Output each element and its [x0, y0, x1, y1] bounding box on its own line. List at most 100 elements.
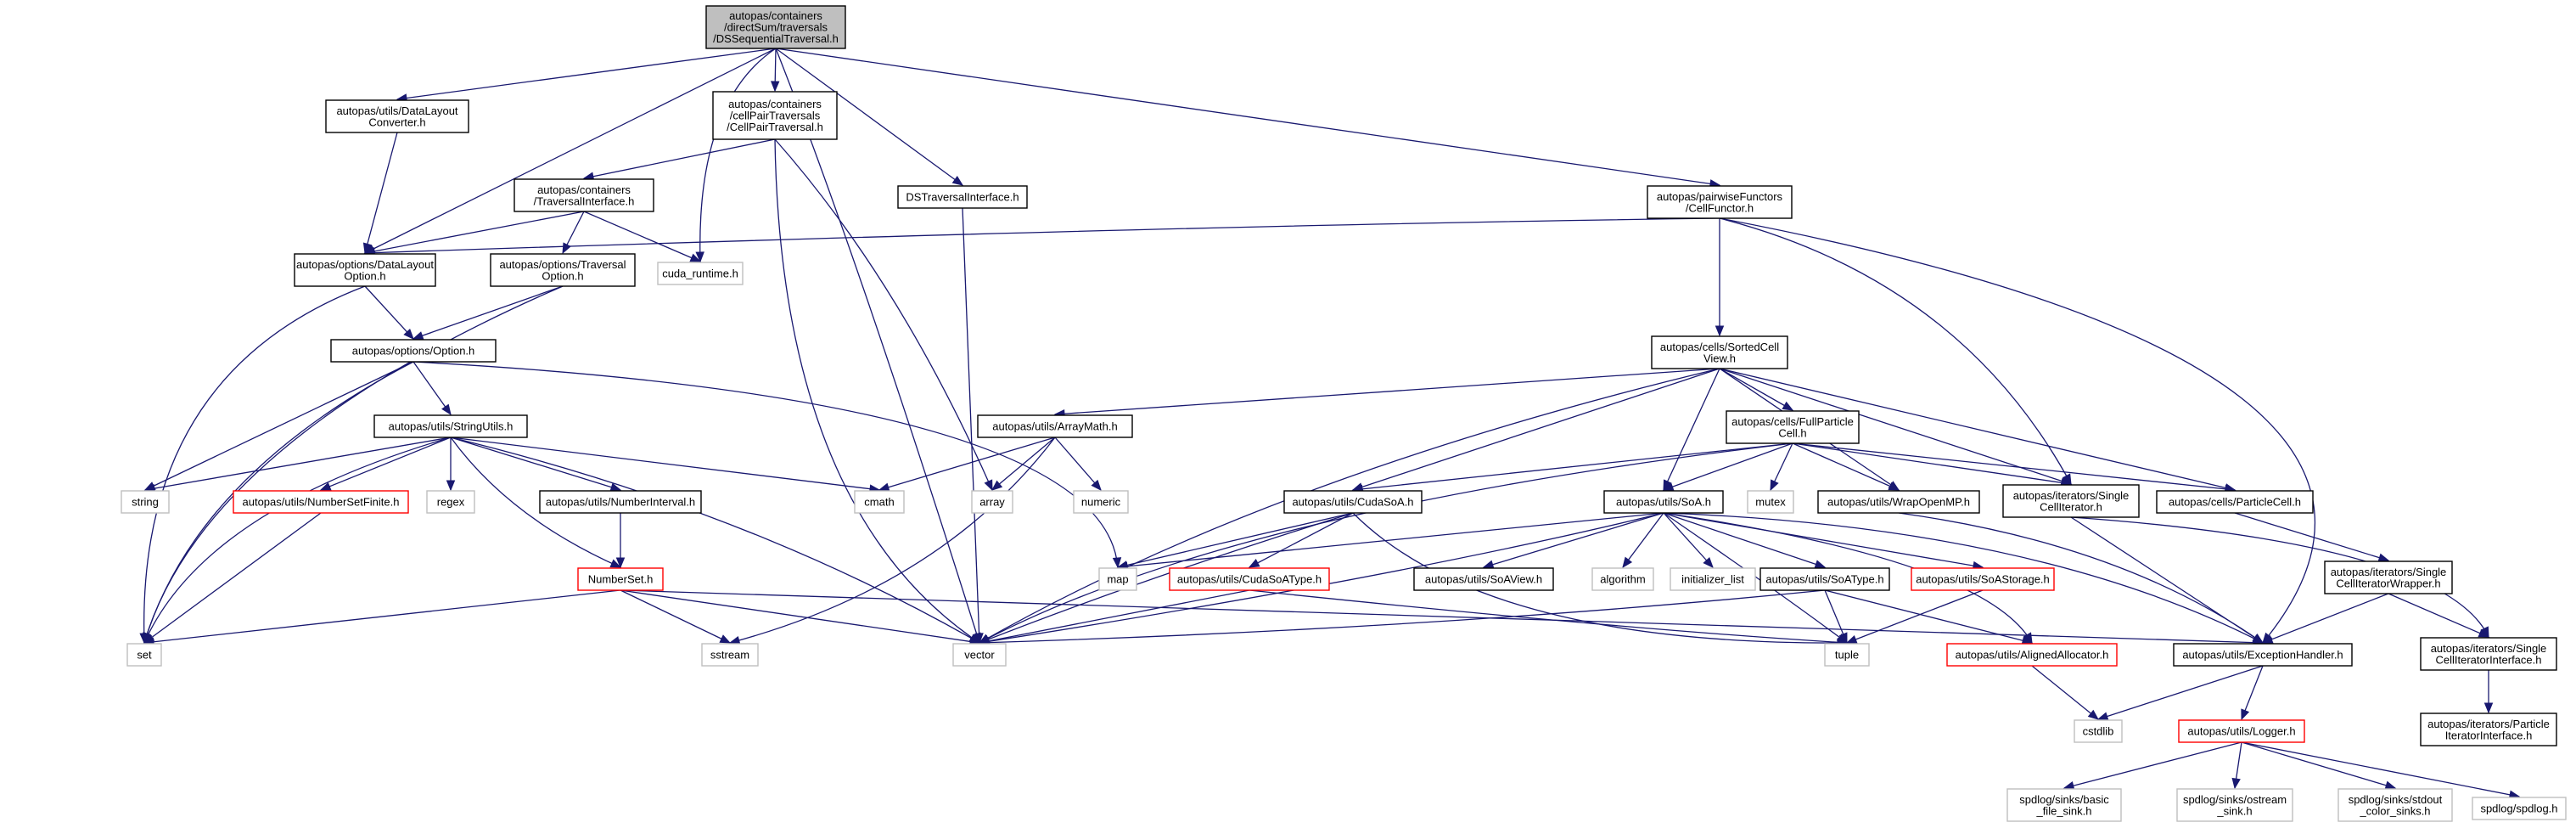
node-particlecell[interactable]: autopas/cells/ParticleCell.h	[2156, 490, 2314, 514]
node-string: string	[121, 490, 170, 514]
node-box	[1647, 185, 1793, 219]
edge-soa-to-soastorage	[1663, 512, 1984, 571]
edge-sortedcell-to-cudasoa	[1351, 368, 1720, 492]
node-box	[1073, 490, 1129, 514]
edge-exception-to-logger	[2241, 665, 2264, 721]
edge-stringutils-to-vector	[450, 437, 981, 644]
node-box	[1283, 490, 1423, 514]
edge-cudasoa-to-cudasoatype	[1248, 512, 1354, 568]
edge-cellfunctor-to-sortedcell	[1715, 218, 1725, 337]
node-alignedalloc[interactable]: autopas/utils/AlignedAllocator.h	[1946, 643, 2118, 667]
edge-numberset-to-exception	[620, 589, 2265, 647]
node-box	[2420, 637, 2557, 671]
node-label: autopas/utils/AlignedAllocator.h	[1956, 649, 2109, 662]
node-label: View.h	[1703, 352, 1736, 364]
node-box	[514, 178, 654, 212]
node-wrapopenmp[interactable]: autopas/utils/WrapOpenMP.h	[1817, 490, 1980, 514]
node-numinterval[interactable]: autopas/utils/NumberInterval.h	[539, 490, 702, 514]
node-box	[1824, 643, 1870, 667]
node-box	[1603, 490, 1724, 514]
node-soastorage[interactable]: autopas/utils/SoAStorage.h	[1911, 567, 2055, 591]
node-box	[657, 262, 744, 285]
node-label: Cell.h	[1778, 426, 1806, 439]
node-cellfunctor[interactable]: autopas/pairwiseFunctors/CellFunctor.h	[1647, 185, 1793, 219]
node-label: Option.h	[344, 269, 385, 282]
node-label: IteratorInterface.h	[2445, 729, 2533, 741]
node-sciinterface[interactable]: autopas/iterators/SingleCellIteratorInte…	[2420, 637, 2557, 671]
edge-stringutils-to-cmath	[450, 437, 881, 493]
node-logger[interactable]: autopas/utils/Logger.h	[2178, 719, 2305, 743]
node-travinterface[interactable]: autopas/containers/TraversalInterface.h	[514, 178, 654, 212]
node-numberset[interactable]: NumberSet.h	[577, 567, 664, 591]
edge-singlecelliter-to-exception	[2070, 516, 2265, 644]
node-label: set	[137, 649, 152, 662]
node-box	[854, 490, 905, 514]
node-cstdlib: cstdlib	[2074, 719, 2123, 743]
node-label: autopas/iterators/Single	[2013, 489, 2130, 502]
node-soa[interactable]: autopas/utils/SoA.h	[1603, 490, 1724, 514]
node-piinterface[interactable]: autopas/iterators/ParticleIteratorInterf…	[2420, 713, 2557, 746]
node-box	[701, 643, 759, 667]
node-cudasoa[interactable]: autopas/utils/CudaSoA.h	[1283, 490, 1423, 514]
edge-fullparticle-to-wrapopenmp	[1792, 442, 1900, 491]
node-box	[1651, 335, 1788, 369]
node-basicfilesink: spdlog/sinks/basic_file_sink.h	[2006, 788, 2122, 822]
node-dstrav[interactable]: DSTraversalInterface.h	[897, 185, 1028, 209]
edge-singlecelliter-to-sciinterface	[2070, 516, 2489, 639]
node-box	[2337, 788, 2453, 822]
edge-soatype-to-tuple	[1824, 589, 1848, 645]
node-label: autopas/utils/ArrayMath.h	[992, 420, 1117, 433]
node-box	[897, 185, 1028, 209]
node-label: regex	[437, 496, 465, 509]
node-root[interactable]: autopas/containers/directSum/traversals/…	[705, 5, 846, 49]
node-stringutils[interactable]: autopas/utils/StringUtils.h	[373, 414, 528, 438]
node-soatype[interactable]: autopas/utils/SoAType.h	[1759, 567, 1890, 591]
node-option[interactable]: autopas/options/Option.h	[330, 339, 497, 363]
node-mutex: mutex	[1747, 490, 1794, 514]
edge-logger-to-ostreamsink	[2231, 741, 2242, 790]
node-label: map	[1107, 573, 1128, 586]
node-label: autopas/utils/DataLayout	[336, 104, 457, 117]
node-box	[1747, 490, 1794, 514]
node-label: autopas/cells/SortedCell	[1660, 341, 1779, 353]
node-cellpair[interactable]: autopas/containers/cellPairTraversals/Ce…	[712, 91, 838, 140]
edge-soa-to-algorithm	[1622, 512, 1664, 569]
node-label: NumberSet.h	[588, 573, 654, 586]
node-label: autopas/utils/SoAType.h	[1765, 573, 1883, 586]
node-label: /CellPairTraversal.h	[727, 121, 823, 133]
node-label: array	[979, 496, 1005, 509]
edge-cellpair-to-array	[774, 138, 993, 492]
edge-cudasoa-to-map	[1116, 512, 1354, 570]
node-label: autopas/utils/CudaSoA.h	[1292, 496, 1413, 509]
edge-arraymath-to-cmath	[878, 437, 1056, 492]
node-label: /directSum/traversals	[724, 21, 828, 34]
node-box	[325, 99, 469, 133]
node-label: autopas/pairwiseFunctors	[1657, 190, 1783, 203]
node-wrapper[interactable]: autopas/iterators/SingleCellIteratorWrap…	[2324, 560, 2453, 594]
node-label: tuple	[1835, 649, 1859, 662]
edge-stringutils-to-regex	[446, 437, 456, 492]
node-box	[1098, 567, 1137, 591]
node-arraymath[interactable]: autopas/utils/ArrayMath.h	[977, 414, 1133, 438]
node-label: autopas/iterators/Particle	[2427, 718, 2550, 730]
edge-option-to-stringutils	[412, 361, 452, 416]
node-label: initializer_list	[1681, 573, 1744, 586]
node-label: autopas/options/DataLayout	[296, 258, 434, 271]
node-box	[1759, 567, 1890, 591]
node-cudasoatype[interactable]: autopas/utils/CudaSoAType.h	[1169, 567, 1330, 591]
node-label: autopas/utils/WrapOpenMP.h	[1827, 496, 1970, 509]
node-exception[interactable]: autopas/utils/ExceptionHandler.h	[2173, 643, 2353, 667]
node-map: map	[1098, 567, 1137, 591]
edge-wrapper-to-exception	[2261, 593, 2389, 644]
node-box	[121, 490, 170, 514]
node-algorithm: algorithm	[1591, 567, 1654, 591]
node-soaview[interactable]: autopas/utils/SoAView.h	[1413, 567, 1554, 591]
node-numsetfinite[interactable]: autopas/utils/NumberSetFinite.h	[233, 490, 409, 514]
node-box	[330, 339, 497, 363]
